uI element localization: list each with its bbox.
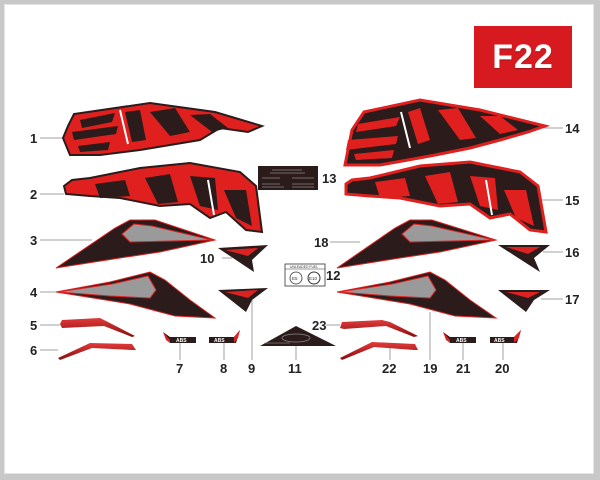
decal-part-2[interactable] <box>62 161 264 234</box>
svg-text:ABS: ABS <box>214 338 225 344</box>
svg-text:E5: E5 <box>292 276 298 281</box>
decal-part-3[interactable] <box>55 219 217 269</box>
callout-1[interactable]: 1 <box>30 131 38 146</box>
callout-10[interactable]: 10 <box>200 251 215 266</box>
callout-14[interactable]: 14 <box>565 121 580 136</box>
callout-6[interactable]: 6 <box>30 343 38 358</box>
stripe-part-23[interactable] <box>340 320 418 337</box>
decal-part-19[interactable] <box>336 271 498 319</box>
stripe-part-22[interactable] <box>340 342 418 360</box>
label-part-13[interactable] <box>258 166 318 190</box>
stripe-part-5[interactable] <box>60 318 135 337</box>
decal-part-9[interactable] <box>218 288 268 312</box>
svg-text:E10: E10 <box>309 276 318 281</box>
callout-18[interactable]: 18 <box>314 235 329 250</box>
callout-20[interactable]: 20 <box>495 361 510 376</box>
callout-4[interactable]: 4 <box>30 285 38 300</box>
leader-lines <box>40 127 563 360</box>
callout-3[interactable]: 3 <box>30 233 38 248</box>
abs-text: ABS <box>176 338 187 344</box>
callout-7[interactable]: 7 <box>176 361 184 376</box>
decal-part-18[interactable] <box>336 219 498 269</box>
decal-part-1[interactable] <box>61 101 265 156</box>
callout-12[interactable]: 12 <box>326 268 341 283</box>
callout-13[interactable]: 13 <box>322 171 337 186</box>
abs-badge-part-8[interactable]: ABS <box>209 330 240 344</box>
callout-16[interactable]: 16 <box>565 245 580 260</box>
callout-9[interactable]: 9 <box>248 361 256 376</box>
callout-5[interactable]: 5 <box>30 318 38 333</box>
decal-part-17[interactable] <box>498 290 550 312</box>
decal-part-14[interactable] <box>343 98 551 167</box>
label-part-11[interactable] <box>260 326 336 346</box>
decal-part-15[interactable] <box>344 160 548 234</box>
callout-19[interactable]: 19 <box>423 361 438 376</box>
callout-15[interactable]: 15 <box>565 193 580 208</box>
callout-17[interactable]: 17 <box>565 292 580 307</box>
decal-part-10[interactable] <box>218 245 268 272</box>
stripe-part-6[interactable] <box>58 343 136 360</box>
svg-text:UNLEADED FUEL: UNLEADED FUEL <box>290 265 318 269</box>
decal-part-16[interactable] <box>498 245 550 272</box>
callout-8[interactable]: 8 <box>220 361 228 376</box>
abs-badge-part-20[interactable]: ABS <box>490 330 521 344</box>
label-part-12[interactable]: UNLEADED FUEL E5 E10 <box>284 263 326 287</box>
callout-21[interactable]: 21 <box>456 361 471 376</box>
callout-22[interactable]: 22 <box>382 361 397 376</box>
callout-2[interactable]: 2 <box>30 187 38 202</box>
callout-11[interactable]: 11 <box>288 361 302 376</box>
abs-badge-part-7[interactable]: ABS <box>163 332 196 344</box>
page-code-badge: F22 <box>474 26 572 88</box>
svg-text:ABS: ABS <box>456 338 467 344</box>
decal-part-4[interactable] <box>55 271 217 319</box>
callout-23[interactable]: 23 <box>312 318 327 333</box>
abs-badge-part-21[interactable]: ABS <box>443 332 476 344</box>
svg-text:ABS: ABS <box>494 338 505 344</box>
